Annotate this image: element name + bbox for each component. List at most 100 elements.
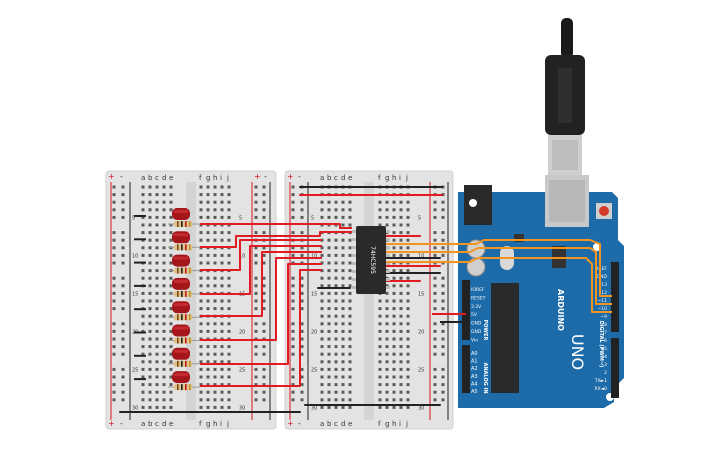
digital-header-title: DIGITAL (PWM~) <box>598 321 604 368</box>
led[interactable] <box>172 324 190 337</box>
power-pin-label: IOREF <box>471 287 485 293</box>
row-label: 20 <box>311 329 317 335</box>
row-label: 15 <box>311 291 317 297</box>
column-label: a <box>320 420 324 428</box>
led[interactable] <box>172 301 190 314</box>
column-label: j <box>226 420 229 428</box>
digital-pin-label: 7 <box>604 330 607 336</box>
row-label: 5 <box>418 215 421 221</box>
rail-minus-label: - <box>264 172 267 181</box>
digital-pin-label: ~9 <box>600 314 607 320</box>
row-label: 10 <box>239 253 245 259</box>
row-label: 5 <box>239 215 242 221</box>
usb-cable <box>545 18 585 175</box>
led[interactable] <box>172 208 190 220</box>
rail-plus-label: + <box>108 419 115 428</box>
digital-pin-label: 8 <box>604 322 607 328</box>
row-label: 15 <box>132 291 138 297</box>
row-label: 25 <box>132 367 138 373</box>
column-label: f <box>199 174 202 182</box>
column-label: e <box>348 420 352 428</box>
column-label: j <box>226 174 229 182</box>
row-label: 20 <box>239 329 245 335</box>
arduino-model-label: UNO <box>568 334 587 370</box>
power-pin-label: RESET <box>471 295 486 301</box>
resistor[interactable] <box>168 267 200 274</box>
rail-plus-label: + <box>254 172 261 181</box>
analog-pin-label: A3 <box>471 374 478 380</box>
row-label: 10 <box>311 253 317 259</box>
rail-plus-label: + <box>287 172 294 181</box>
column-label: a <box>320 174 324 182</box>
column-label: b <box>148 420 153 428</box>
power-header-title: POWER <box>482 320 488 341</box>
analog-pin-label: A2 <box>471 366 478 372</box>
rail-minus-label: - <box>298 419 301 428</box>
row-label: 10 <box>418 253 424 259</box>
column-label: c <box>155 420 159 428</box>
column-label: f <box>378 420 381 428</box>
resistor[interactable] <box>168 244 200 251</box>
analog-pin-label: A0 <box>471 351 478 357</box>
column-label: d <box>341 174 345 182</box>
row-label: 30 <box>132 405 138 411</box>
row-label: 10 <box>132 253 138 259</box>
column-label: j <box>405 420 408 428</box>
column-label: e <box>348 174 352 182</box>
column-label: d <box>162 420 166 428</box>
rail-minus-label: - <box>120 172 123 181</box>
column-label: h <box>392 420 396 428</box>
column-label: g <box>206 420 210 428</box>
column-label: h <box>213 420 217 428</box>
rail-minus-label: - <box>298 172 301 181</box>
resistor[interactable] <box>168 314 200 321</box>
row-label: 30 <box>311 405 317 411</box>
column-label: i <box>399 174 401 182</box>
column-label: e <box>169 420 173 428</box>
row-label: 30 <box>239 405 245 411</box>
column-label: i <box>399 420 401 428</box>
rail-plus-label: + <box>108 172 115 181</box>
column-label: f <box>199 420 202 428</box>
arduino-uno-board[interactable]: ARDUINO UNO POWER ANALOG IN DIGITAL (PWM… <box>458 175 624 408</box>
led[interactable] <box>172 277 190 290</box>
digital-pin-label: RX◄0 <box>594 386 607 392</box>
column-label: c <box>334 420 338 428</box>
power-pin-label: 5V <box>471 312 478 318</box>
resistor[interactable] <box>168 384 200 391</box>
column-label: i <box>220 174 222 182</box>
row-label: 20 <box>418 329 424 335</box>
column-label: f <box>378 174 381 182</box>
digital-pin-label: 2 <box>604 370 607 376</box>
led-signal-wires <box>200 223 352 387</box>
led[interactable] <box>172 347 190 360</box>
column-label: b <box>148 174 153 182</box>
column-label: g <box>385 420 389 428</box>
digital-pin-label: 12 <box>601 290 607 296</box>
column-label: j <box>405 174 408 182</box>
row-label: 5 <box>132 215 135 221</box>
column-label: b <box>327 420 332 428</box>
resistor[interactable] <box>168 290 200 297</box>
row-label: 25 <box>311 367 317 373</box>
resistor[interactable] <box>168 221 200 227</box>
led[interactable] <box>172 254 190 267</box>
led[interactable] <box>172 371 190 384</box>
row-label: 15 <box>418 291 424 297</box>
led-array <box>134 208 200 391</box>
resistor[interactable] <box>168 360 200 367</box>
resistor[interactable] <box>168 337 200 344</box>
power-pin-label: GND <box>471 329 482 335</box>
power-pin-label: Vin <box>471 337 478 343</box>
digital-pin-label: AREF <box>595 266 607 272</box>
arduino-brand-label: ARDUINO <box>556 289 565 331</box>
digital-pin-label: TX►1 <box>594 378 607 384</box>
column-label: i <box>220 420 222 428</box>
column-label: e <box>169 174 173 182</box>
shift-register-chip[interactable]: 74HC595 <box>352 226 390 294</box>
led[interactable] <box>172 231 190 244</box>
column-label: c <box>334 174 338 182</box>
chip-label: 74HC595 <box>369 246 376 274</box>
